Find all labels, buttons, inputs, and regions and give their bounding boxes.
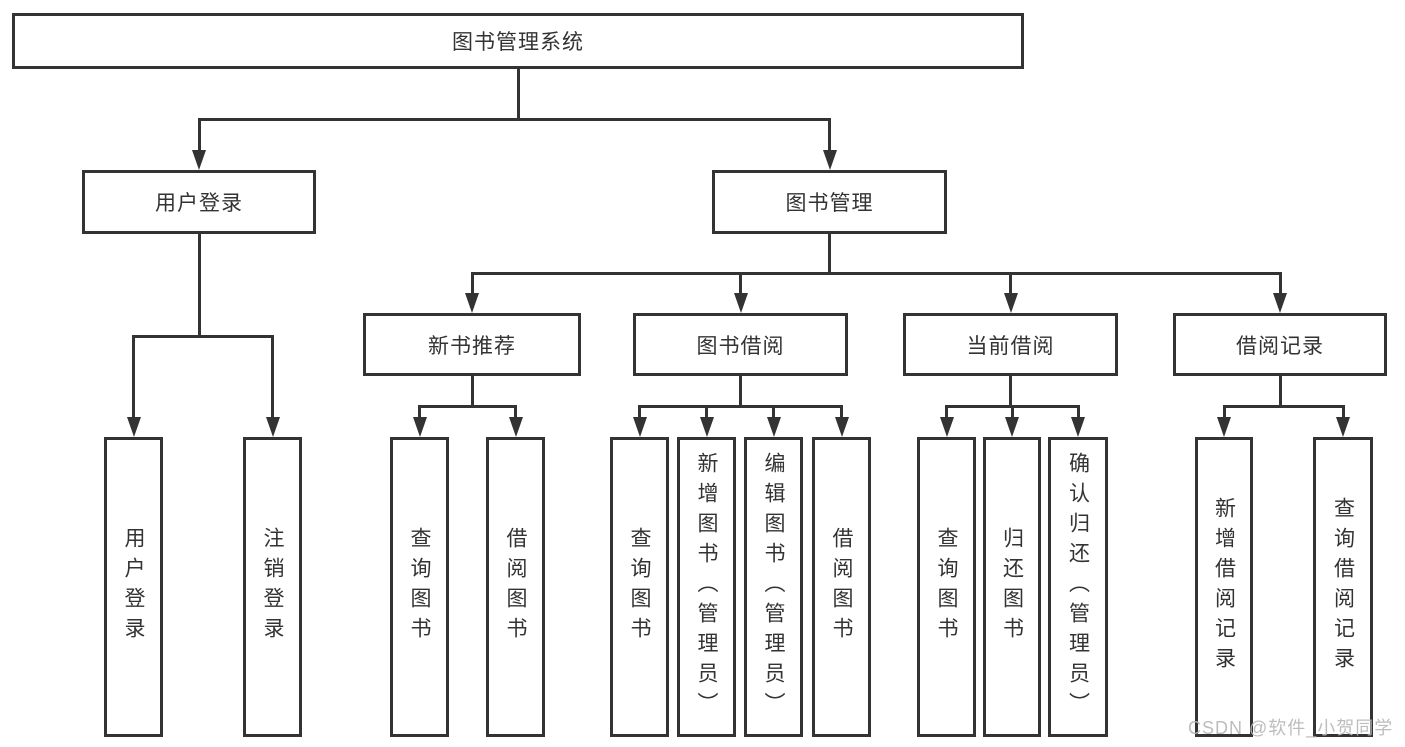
connector-arrowhead [766, 417, 781, 437]
node-label: 查询图书 [628, 527, 651, 647]
connector-line [739, 272, 742, 297]
connector-line [1009, 272, 1012, 297]
connector-line [418, 405, 421, 421]
connector-line [1222, 405, 1226, 421]
connector-arrowhead [1003, 293, 1018, 313]
node-label: 归还图书 [1000, 527, 1024, 647]
connector-arrowhead [1217, 417, 1231, 437]
connector-line [197, 118, 201, 154]
node-new-book-recommend: 新书推荐 [363, 313, 581, 376]
connector-arrowhead [939, 417, 954, 437]
connector-arrowhead [1071, 417, 1085, 437]
connector-line [197, 233, 201, 338]
connector-line [470, 272, 474, 297]
connector-arrowhead [632, 417, 647, 437]
connector-line [418, 405, 517, 408]
connector-arrowhead [126, 417, 141, 437]
node-book-management: 图书管理 [712, 170, 947, 234]
node-borrow-borrow-book: 借阅图书 [812, 437, 871, 737]
connector-line [828, 233, 831, 275]
connector-line [705, 405, 708, 421]
connector-line [638, 405, 641, 421]
node-label: 确认归还（管理员） [1066, 452, 1090, 722]
node-label: 借阅记录 [1236, 334, 1324, 358]
connector-arrowhead [733, 293, 748, 313]
connector-arrowhead [508, 417, 523, 437]
node-recommend-borrow-book: 借阅图书 [486, 437, 545, 737]
node-label: 用户登录 [122, 527, 145, 647]
node-current-borrow: 当前借阅 [903, 313, 1118, 376]
connector-arrowhead [1005, 417, 1019, 437]
connector-line [470, 375, 474, 408]
connector-line [828, 118, 831, 154]
connector-line [739, 375, 742, 408]
node-label: 编辑图书（管理员） [762, 452, 785, 722]
node-borrow-add-book: 新增图书（管理员） [677, 437, 736, 737]
node-borrow-edit-book: 编辑图书（管理员） [744, 437, 803, 737]
connector-arrowhead [465, 293, 479, 313]
node-label: 查询图书 [408, 527, 431, 647]
node-borrow-query-book: 查询图书 [610, 437, 669, 737]
node-records-add-record: 新增借阅记录 [1195, 437, 1253, 737]
node-label: 新增借阅记录 [1212, 497, 1236, 677]
node-login-logout: 注销登录 [243, 437, 302, 737]
connector-line [1341, 405, 1345, 421]
node-system-root: 图书管理系统 [12, 13, 1024, 69]
node-label: 查询图书 [935, 527, 958, 647]
node-label: 图书管理 [785, 192, 874, 215]
connector-line [271, 335, 274, 421]
node-label: 图书借阅 [696, 334, 785, 358]
node-recommend-query-book: 查询图书 [390, 437, 449, 737]
connector-line [132, 335, 135, 421]
connector-line [516, 68, 520, 121]
node-user-login: 用户登录 [82, 170, 316, 234]
node-current-query-book: 查询图书 [917, 437, 976, 737]
node-label: 当前借阅 [966, 334, 1055, 358]
connector-arrowhead [822, 150, 837, 170]
node-label: 注销登录 [261, 527, 284, 647]
node-label: 新书推荐 [428, 334, 516, 358]
node-label: 新增图书（管理员） [695, 452, 718, 722]
node-label: 借阅图书 [830, 527, 853, 647]
connector-arrowhead [834, 417, 849, 437]
node-borrow-records: 借阅记录 [1173, 313, 1387, 376]
connector-line [945, 405, 948, 421]
connector-line [132, 335, 274, 338]
connector-line [1278, 272, 1282, 297]
connector-line [840, 405, 843, 421]
connector-line [1010, 405, 1014, 421]
connector-arrowhead [1273, 293, 1287, 313]
connector-arrowhead [192, 150, 206, 170]
node-label: 图书管理系统 [452, 31, 584, 54]
node-current-return-book: 归还图书 [983, 437, 1041, 737]
connector-arrowhead [412, 417, 427, 437]
connector-line [197, 118, 831, 121]
connector-arrowhead [1336, 417, 1350, 437]
node-label: 查询借阅记录 [1331, 497, 1355, 677]
node-label: 用户登录 [155, 192, 243, 215]
node-label: 借阅图书 [504, 527, 527, 647]
connector-line [772, 405, 775, 421]
connector-arrowhead [265, 417, 280, 437]
connector-line [638, 405, 843, 408]
node-records-query-record: 查询借阅记录 [1313, 437, 1373, 737]
connector-line [1076, 405, 1080, 421]
connector-line [1278, 375, 1282, 408]
node-book-borrow: 图书借阅 [633, 313, 848, 376]
connector-arrowhead [699, 417, 714, 437]
connector-line [514, 405, 517, 421]
connector-line [1009, 375, 1012, 408]
node-login-user-login: 用户登录 [104, 437, 163, 737]
connector-line [470, 272, 1282, 275]
connector-line [1222, 405, 1345, 408]
watermark: CSDN @软件_小贺同学 [1188, 718, 1394, 738]
node-current-confirm-return: 确认归还（管理员） [1048, 437, 1108, 737]
